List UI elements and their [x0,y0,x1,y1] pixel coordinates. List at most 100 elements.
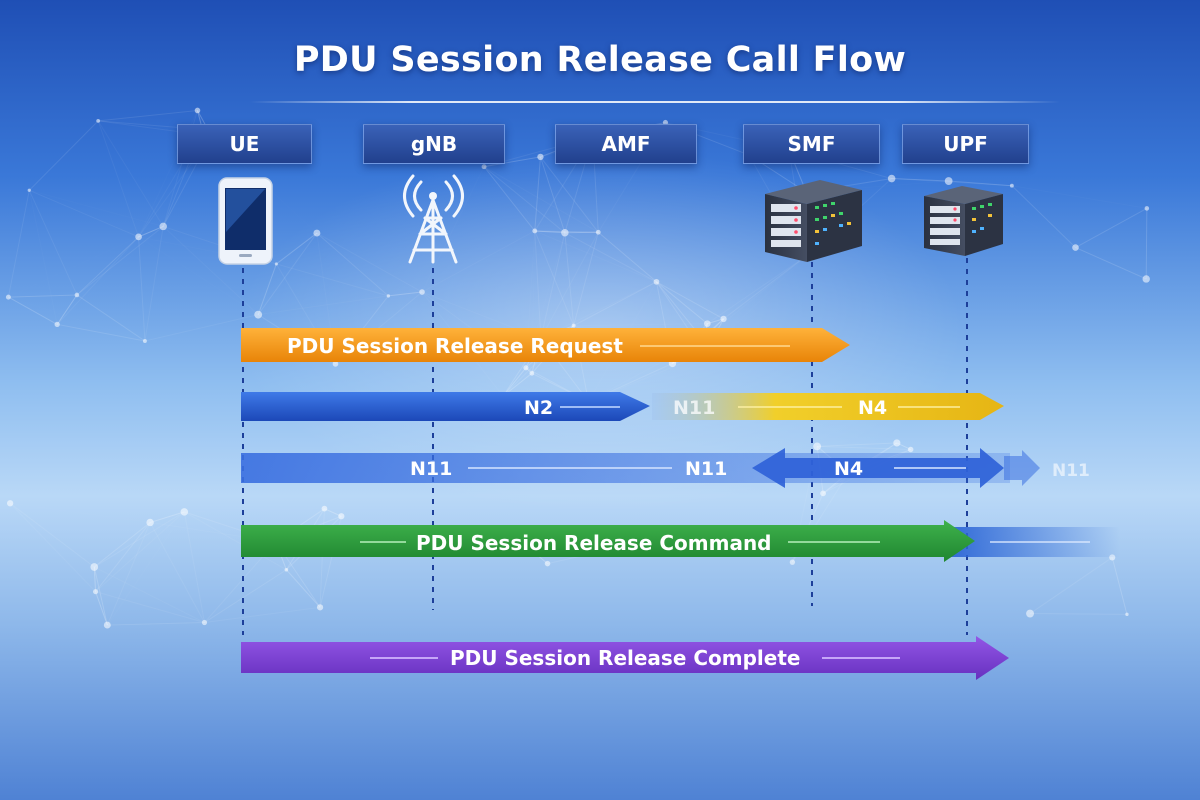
network-node [1026,609,1035,618]
network-node [1142,275,1150,283]
network-line [7,190,30,298]
network-line [483,166,566,234]
n11-n4-arrow-row: N11 N11 N4 N11 [241,448,1090,488]
network-node [544,560,551,567]
network-line [144,314,259,342]
network-line [107,622,205,626]
network-line [656,281,708,325]
n4-label-row3: N4 [834,458,863,480]
network-line [276,232,318,265]
network-line [817,442,897,447]
entity-amf: AMF [555,124,697,164]
network-node [386,294,391,298]
network-line [95,511,185,593]
network-line [540,156,599,233]
page-title: PDU Session Release Call Flow [293,40,907,80]
network-node [74,292,80,298]
network-line [76,294,146,342]
network-line [948,180,1012,187]
network-node [893,439,901,447]
n2-label: N2 [524,397,553,419]
network-line [1030,613,1127,615]
n11-label-left: N11 [410,458,452,480]
network-line [56,294,78,325]
network-node [653,278,660,285]
network-line [1075,247,1147,280]
network-line [707,255,807,325]
n11-label-faded: N11 [1052,461,1090,481]
network-node [1072,244,1079,251]
network-node [1125,612,1129,617]
network-line [316,232,389,297]
request-arrow: PDU Session Release Request [241,328,850,362]
network-line [483,156,541,168]
network-line [1145,208,1148,279]
network-line [95,522,151,592]
network-line [29,189,139,238]
network-node [6,500,14,507]
network-line [534,230,565,234]
server-rack-icon [765,180,862,262]
entity-upf: UPF [902,124,1029,164]
network-node [146,518,154,527]
entity-gnb: gNB [363,124,505,164]
cell-tower-icon [403,174,464,264]
network-node [561,228,569,237]
network-node [532,228,538,234]
network-node [1009,183,1014,188]
network-line [8,294,77,298]
network-line [106,522,151,626]
network-line [1075,207,1148,248]
n4-label: N4 [858,397,887,419]
network-line [95,591,205,624]
network-node [5,294,11,300]
network-node [274,262,278,266]
network-line [286,569,321,608]
network-line [891,178,949,182]
network-line [257,232,318,315]
network-node [537,153,544,161]
n2-n4-arrow-row: N2 N11 N4 [241,392,1004,421]
network-line [9,502,95,568]
network-line [94,566,205,623]
network-line [138,225,164,238]
network-node [789,559,796,565]
network-line [8,296,58,325]
entity-ue: UE [177,124,312,164]
network-line [94,511,185,568]
network-line [540,232,566,339]
network-node [820,490,826,497]
network-node [135,233,142,241]
network-node [159,222,167,231]
entity-smf: SMF [743,124,880,164]
network-node [142,339,147,343]
network-line [97,120,164,227]
network-node [316,604,324,611]
network-node [103,621,111,629]
network-line [138,236,146,342]
network-node [338,513,345,520]
network-node [180,508,189,516]
network-node [419,289,425,295]
network-node [254,310,263,319]
network-node [595,229,601,235]
network-line [95,591,108,626]
network-line [144,226,164,342]
network-line [28,120,99,191]
network-line [573,281,657,327]
network-line [93,566,97,592]
network-line [98,109,198,122]
network-line [421,230,536,293]
network-line [276,263,389,297]
network-line [76,236,139,296]
network-line [817,445,911,450]
network-node [529,370,535,376]
network-line [257,263,277,315]
network-line [564,232,657,283]
network-line [1011,185,1076,248]
network-node [944,177,953,185]
server-rack-icon [924,186,1003,256]
complete-label: PDU Session Release Complete [450,646,800,670]
